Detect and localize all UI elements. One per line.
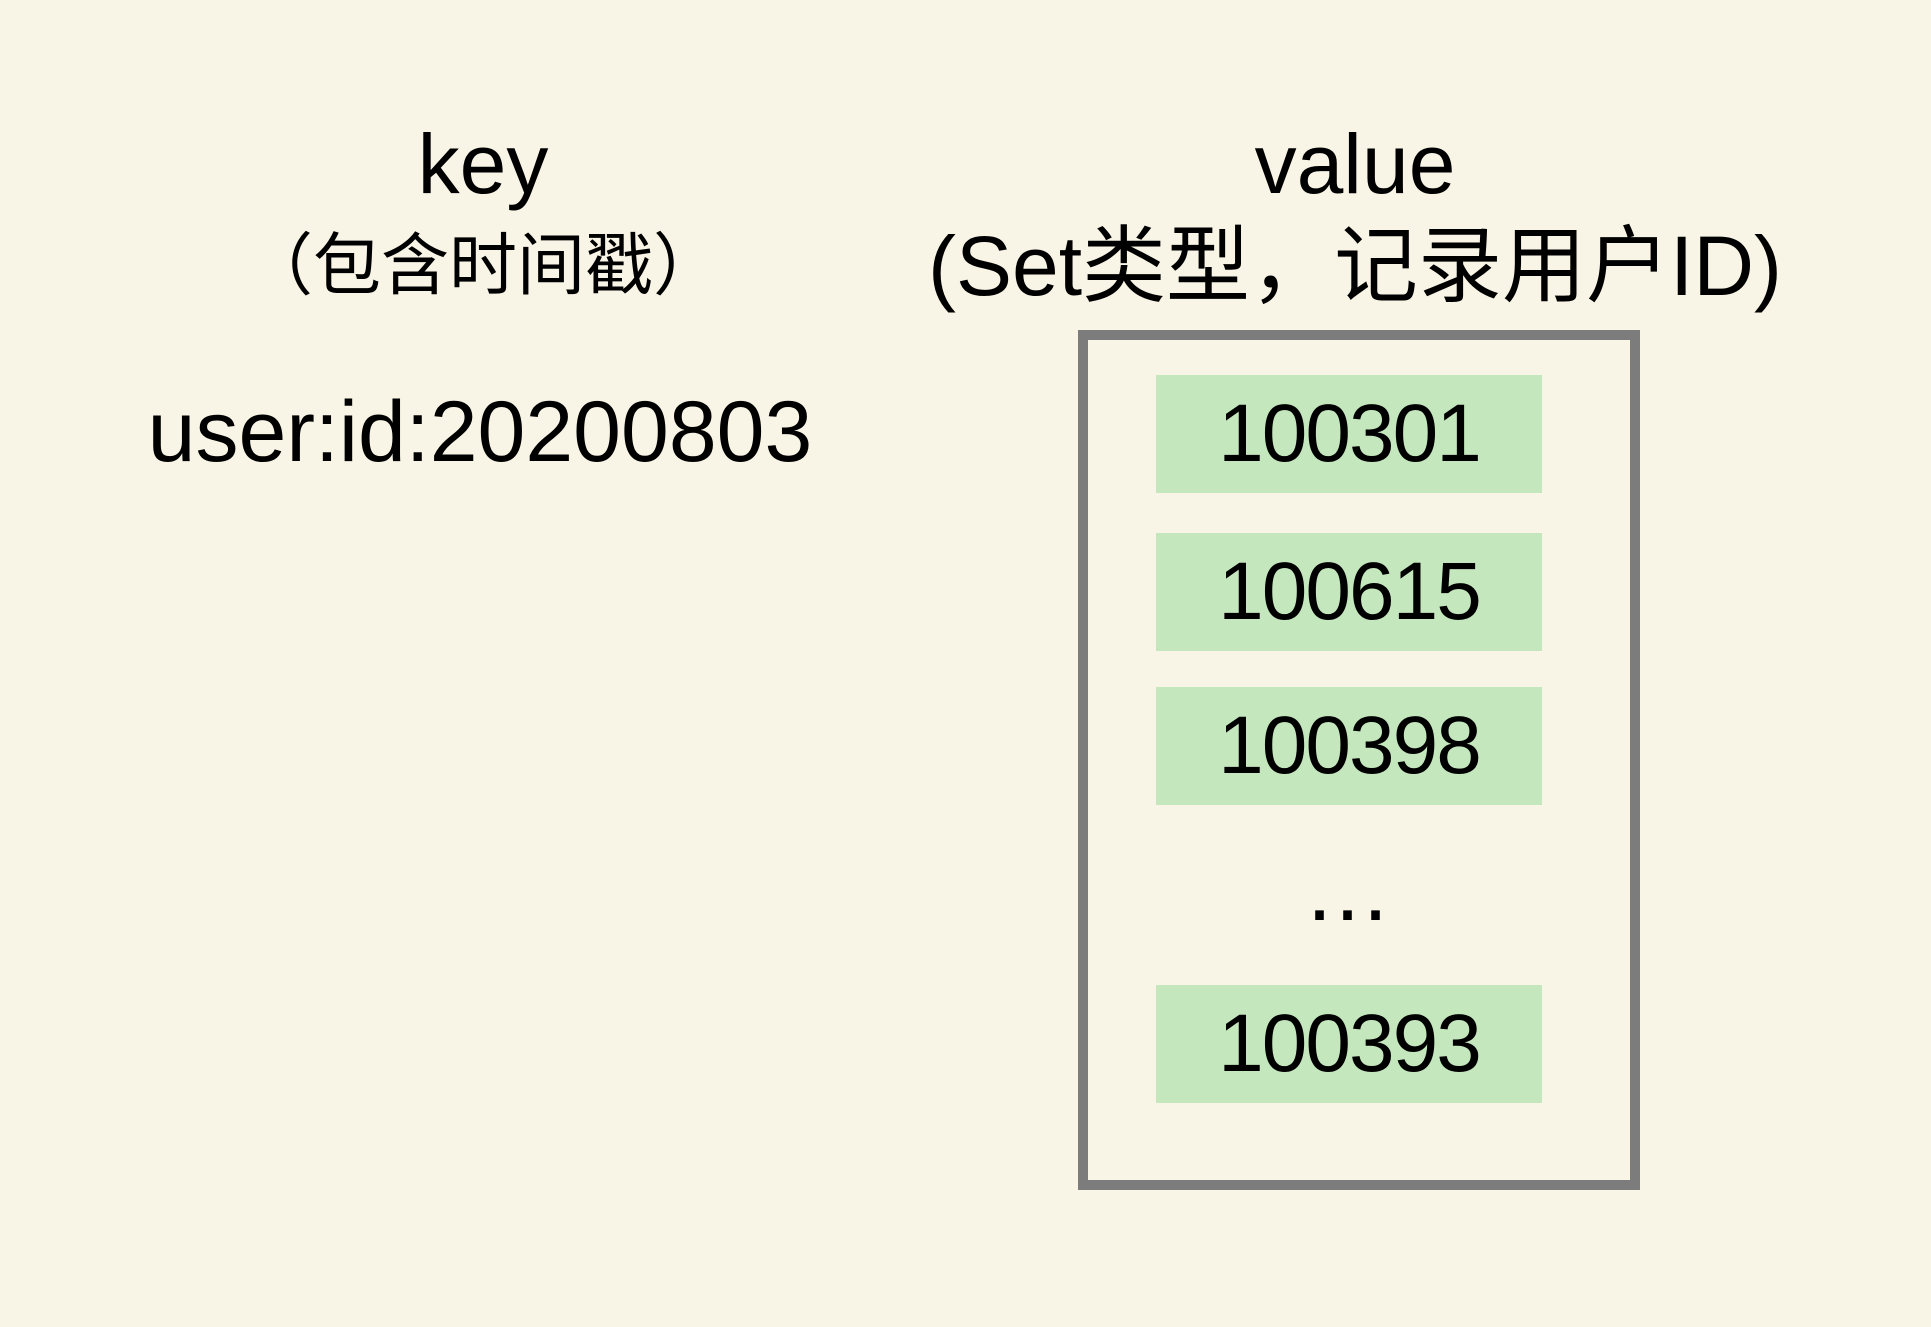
set-member: 100615 <box>1156 533 1542 651</box>
ellipsis-dots: ... <box>1306 840 1391 940</box>
value-column-title: value <box>1254 117 1456 211</box>
key-column-title: key <box>417 117 549 211</box>
key-column-subtitle: （包含时间戳） <box>244 228 722 304</box>
key-string: user:id:20200803 <box>147 384 813 480</box>
set-value-box: 100301 100615 100398 ... 100393 <box>1078 330 1640 1190</box>
value-column-subtitle: (Set类型，记录用户ID) <box>927 219 1783 313</box>
set-member: 100301 <box>1156 375 1542 493</box>
set-member: 100393 <box>1156 985 1542 1103</box>
set-member: 100398 <box>1156 687 1542 805</box>
